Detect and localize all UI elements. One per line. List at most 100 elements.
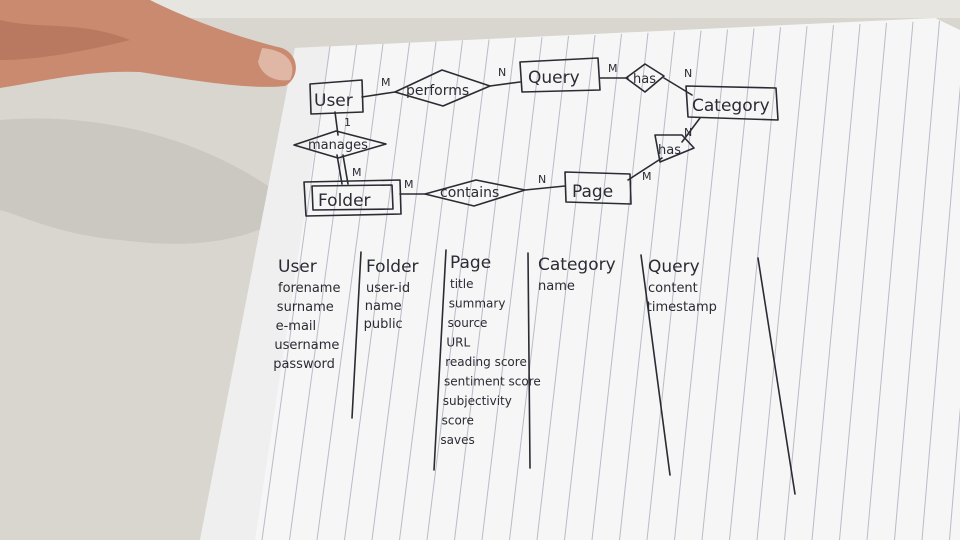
ruled-line bbox=[949, 406, 960, 540]
schema-table-title: Category bbox=[538, 255, 616, 275]
ruled-line bbox=[481, 37, 543, 540]
schema-field: timestamp bbox=[647, 300, 717, 315]
divider-3 bbox=[527, 252, 531, 469]
relationship-manages-label: manages bbox=[308, 138, 368, 153]
schema-field: reading score bbox=[445, 355, 527, 369]
schema-table-title: Query bbox=[648, 257, 700, 277]
schema-field: saves bbox=[440, 433, 474, 447]
ruled-line bbox=[289, 44, 357, 540]
entity-user-box bbox=[309, 79, 364, 115]
schema-field: title bbox=[450, 277, 473, 291]
divider-4 bbox=[640, 254, 671, 476]
ruled-lines bbox=[261, 20, 960, 540]
schema-field: URL bbox=[446, 336, 470, 350]
schema-field: source bbox=[448, 316, 488, 330]
entity-query: Query bbox=[519, 57, 601, 93]
schema-dividers bbox=[351, 249, 796, 495]
schema-field: public bbox=[364, 317, 403, 332]
ruled-line bbox=[399, 40, 463, 540]
ruled-line bbox=[619, 31, 675, 540]
card-performs-query: N bbox=[498, 66, 506, 79]
card-query-has: M bbox=[608, 62, 618, 75]
schema-field: forename bbox=[278, 281, 340, 296]
divider-1 bbox=[351, 251, 362, 419]
schema-field: user-id bbox=[366, 281, 410, 296]
ruled-line bbox=[921, 84, 960, 540]
ruled-line bbox=[564, 33, 622, 540]
schema-field: score bbox=[442, 414, 474, 428]
relationship-has-query-category-label: has bbox=[633, 72, 656, 87]
schema-field: content bbox=[648, 281, 698, 296]
ruled-line bbox=[729, 27, 781, 540]
relationship-has-page-category: has bbox=[654, 134, 695, 163]
ruled-line bbox=[344, 42, 410, 540]
card-has-page: M bbox=[642, 170, 652, 183]
entity-category-label: Category bbox=[692, 96, 770, 116]
schema-field: password bbox=[273, 357, 335, 372]
entity-user-label: User bbox=[314, 91, 353, 111]
ruled-line bbox=[839, 22, 887, 540]
line-performs-query bbox=[489, 81, 521, 87]
table-edge bbox=[0, 0, 960, 18]
ruled-line bbox=[454, 38, 516, 540]
line-user-performs bbox=[361, 91, 396, 98]
relationship-contains-label: contains bbox=[440, 185, 499, 201]
schema-field: name bbox=[538, 279, 575, 294]
entity-page-box bbox=[564, 171, 632, 205]
paper-shade bbox=[200, 46, 330, 540]
line-manages-folder-1 bbox=[336, 154, 343, 185]
schema-table-user: Userforenamesurnamee-mailusernamepasswor… bbox=[273, 257, 340, 372]
schema-field: subjectivity bbox=[443, 394, 512, 408]
entity-query-box bbox=[519, 57, 601, 93]
ruled-line bbox=[811, 23, 861, 540]
relationship-performs-label: performs bbox=[406, 83, 469, 99]
relationship-manages: manages bbox=[293, 130, 387, 159]
schema-field: name bbox=[365, 299, 402, 314]
entity-category: Category bbox=[685, 85, 779, 121]
card-user-performs: M bbox=[381, 76, 391, 89]
ruled-line bbox=[261, 45, 331, 540]
relationship-contains-diamond bbox=[424, 179, 526, 207]
ruled-line bbox=[371, 41, 437, 540]
card-has-category: N bbox=[684, 67, 692, 80]
ruled-line bbox=[591, 32, 649, 540]
line-manages-folder-2 bbox=[342, 154, 349, 185]
schema-tables: Userforenamesurnamee-mailusernamepasswor… bbox=[273, 253, 717, 447]
ruled-line bbox=[866, 21, 914, 540]
relationship-performs-diamond bbox=[394, 69, 491, 107]
entity-user: User bbox=[309, 79, 364, 115]
hand-shadow bbox=[0, 118, 300, 244]
entity-page: Page bbox=[564, 171, 632, 205]
schema-field: e-mail bbox=[276, 319, 317, 334]
entity-page-label: Page bbox=[572, 182, 613, 202]
entity-category-box bbox=[685, 85, 779, 121]
schema-field: sentiment score bbox=[444, 375, 541, 389]
card-user-manages: 1 bbox=[344, 116, 351, 129]
entity-folder-label: Folder bbox=[318, 191, 371, 211]
card-category-has: N bbox=[684, 126, 692, 139]
card-folder-contains: M bbox=[404, 178, 414, 191]
finger bbox=[0, 0, 296, 88]
relationship-has-page-category-diamond bbox=[654, 134, 695, 163]
relationship-has-page-category-label: has bbox=[658, 143, 681, 158]
ruled-line bbox=[509, 36, 569, 540]
ruled-line bbox=[646, 30, 702, 540]
entity-query-label: Query bbox=[528, 68, 580, 88]
cardinality-labels: M N M N N M 1 M M N bbox=[344, 62, 692, 191]
schema-table-query: Query content timestamp bbox=[647, 257, 717, 315]
ruled-line bbox=[426, 39, 490, 540]
schema-table-category: Category name bbox=[538, 255, 616, 294]
schema-table-title: User bbox=[278, 257, 317, 277]
finger-shading bbox=[0, 20, 130, 60]
schema-field: surname bbox=[277, 300, 334, 315]
divider-2 bbox=[433, 249, 447, 471]
entity-folder-inner-box bbox=[311, 184, 394, 211]
line-has-page bbox=[627, 157, 663, 181]
er-diagram: User Query Category Folder Page performs… bbox=[293, 57, 779, 217]
line-contains-page bbox=[524, 185, 566, 191]
relationship-performs: performs bbox=[394, 69, 491, 107]
relationship-has-query-category-diamond bbox=[625, 63, 665, 93]
line-has-category bbox=[663, 77, 693, 96]
